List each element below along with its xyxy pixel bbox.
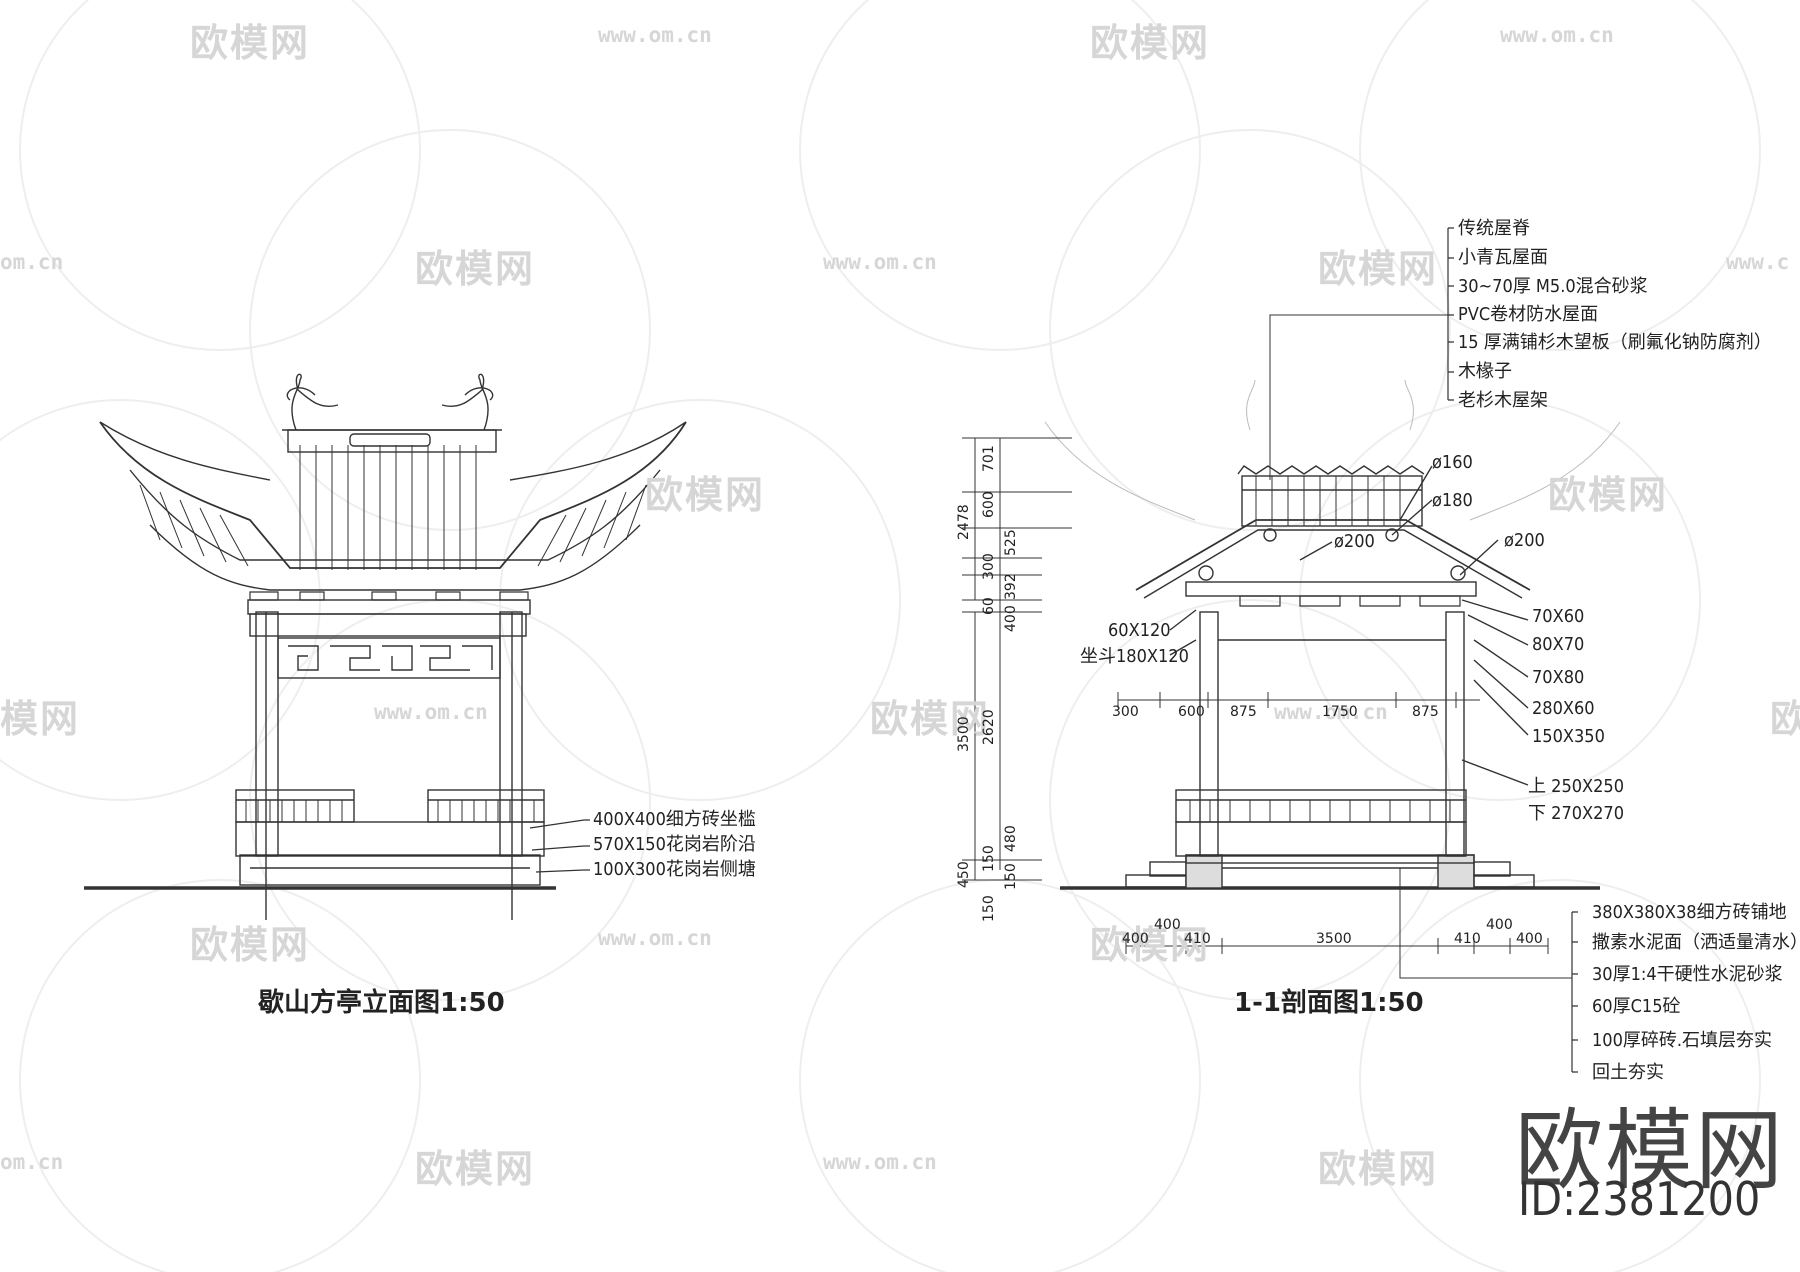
watermark-url: www.om.cn	[823, 250, 937, 274]
dim-top: 875	[1230, 704, 1257, 720]
watermark-logo: 欧模网	[1090, 923, 1211, 967]
dim-bottom: 3500	[1316, 931, 1352, 947]
dim-bottom: 400	[1516, 931, 1543, 947]
diameter-label: ø180	[1432, 490, 1473, 511]
watermark-logo: 欧模网	[1318, 1147, 1439, 1191]
dim-bottom: 400	[1154, 917, 1181, 933]
section-title: 1-1剖面图1:50	[1234, 988, 1424, 1018]
watermark-url: www.c	[1726, 250, 1790, 274]
roof-label-truss: 老杉木屋架	[1458, 390, 1548, 411]
roof-label-ridge: 传统屋脊	[1458, 218, 1530, 239]
dim-upper: 400	[1003, 605, 1019, 632]
dim-upper: 525	[1003, 529, 1019, 556]
section-drawing	[962, 227, 1621, 1073]
roof-label-mortar: 30~70厚 M5.0混合砂浆	[1458, 276, 1648, 297]
column-label-lower: 下 270X270	[1528, 803, 1625, 824]
watermark-url: www.om.cn	[598, 23, 712, 47]
watermark-url: om.cn	[0, 250, 64, 274]
dim-base: 150	[1003, 863, 1019, 890]
diameter-label: ø200	[1504, 530, 1545, 551]
watermark-logo: 欧模网	[190, 21, 311, 65]
floor-label: 回土夯实	[1592, 1062, 1664, 1083]
watermark-logo: 欧模网	[1318, 247, 1439, 291]
dim-bottom: 410	[1184, 931, 1211, 947]
roof-label-boarding: 15 厚满铺杉木望板（刷氟化钠防腐剂）	[1458, 332, 1772, 353]
dim-mid: 2620	[981, 709, 997, 745]
elevation-label-side: 100X300花岗岩侧塘	[593, 859, 756, 880]
dim-upper: 60	[981, 597, 997, 615]
floor-label: 撒素水泥面（洒适量清水）	[1592, 932, 1800, 953]
dim-total: 2478	[956, 504, 972, 540]
member-label: 70X80	[1532, 667, 1585, 688]
brand-logo-text: 欧模网	[1515, 1099, 1786, 1202]
floor-label: 380X380X38细方砖铺地	[1592, 902, 1787, 923]
elevation-drawing	[84, 373, 687, 920]
roof-label-tile: 小青瓦屋面	[1458, 247, 1548, 268]
watermark-logo: 欧模网	[645, 473, 766, 517]
watermark-logo: 模网	[0, 697, 81, 741]
elevation-leaders	[529, 819, 590, 873]
floor-label: 100厚碎砖.石填层夯实	[1592, 1030, 1773, 1051]
watermark-logo: 欧模网	[190, 923, 311, 967]
left-label-beam: 60X120	[1108, 620, 1171, 641]
watermark-url: www.om.cn	[374, 700, 488, 724]
member-label: 70X60	[1532, 606, 1585, 627]
member-label: 280X60	[1532, 698, 1595, 719]
dim-upper: 701	[981, 445, 997, 472]
roof-label-rafter: 木椽子	[1458, 361, 1512, 382]
diameter-label: ø160	[1432, 452, 1473, 473]
elevation-title: 歇山方亭立面图1:50	[258, 988, 505, 1018]
watermark-logo: 欧模网	[415, 247, 536, 291]
diameter-label: ø200	[1334, 531, 1375, 552]
dim-upper: 600	[981, 491, 997, 518]
dim-top: 300	[1112, 704, 1139, 720]
watermark-logo: 欧模网	[1090, 21, 1211, 65]
member-label: 80X70	[1532, 634, 1585, 655]
watermark-url: www.om.cn	[823, 1150, 937, 1174]
column-label-upper: 上 250X250	[1528, 776, 1625, 797]
floor-label: 30厚1:4干硬性水泥砂浆	[1592, 964, 1783, 985]
watermark-url: www.om.cn	[1500, 23, 1614, 47]
dim-rail: 480	[1003, 825, 1019, 852]
left-label-bracket: 坐斗180X120	[1080, 646, 1189, 667]
watermark-logo: 欧模网	[1770, 697, 1800, 741]
dim-base: 150	[981, 895, 997, 922]
floor-label: 60厚C15砼	[1592, 996, 1681, 1017]
dim-base: 450	[956, 861, 972, 888]
dim-bottom: 400	[1122, 931, 1149, 947]
watermark-url: www.om.cn	[598, 926, 712, 950]
dim-column: 3500	[956, 716, 972, 752]
dim-base: 150	[981, 845, 997, 872]
watermark-url: www.om.cn	[1274, 700, 1388, 724]
roof-label-waterproof: PVC卷材防水屋面	[1458, 304, 1599, 325]
watermark-logo: 欧模网	[415, 1147, 536, 1191]
watermark-logo: 欧模网	[1548, 473, 1669, 517]
dim-bottom: 410	[1454, 931, 1481, 947]
dim-top: 600	[1178, 704, 1205, 720]
dim-top: 1750	[1322, 704, 1358, 720]
dim-upper: 300	[981, 553, 997, 580]
elevation-label-seat: 400X400细方砖坐槛	[593, 809, 756, 830]
dim-bottom: 400	[1486, 917, 1513, 933]
elevation-label-step-edge: 570X150花岗岩阶沿	[593, 834, 756, 855]
watermark-url: om.cn	[0, 1150, 64, 1174]
member-label: 150X350	[1532, 726, 1605, 747]
dim-upper: 392	[1003, 573, 1019, 600]
dim-top: 875	[1412, 704, 1439, 720]
model-id: ID:2381200	[1518, 1172, 1761, 1226]
watermark-logo: 欧模网	[870, 697, 991, 741]
